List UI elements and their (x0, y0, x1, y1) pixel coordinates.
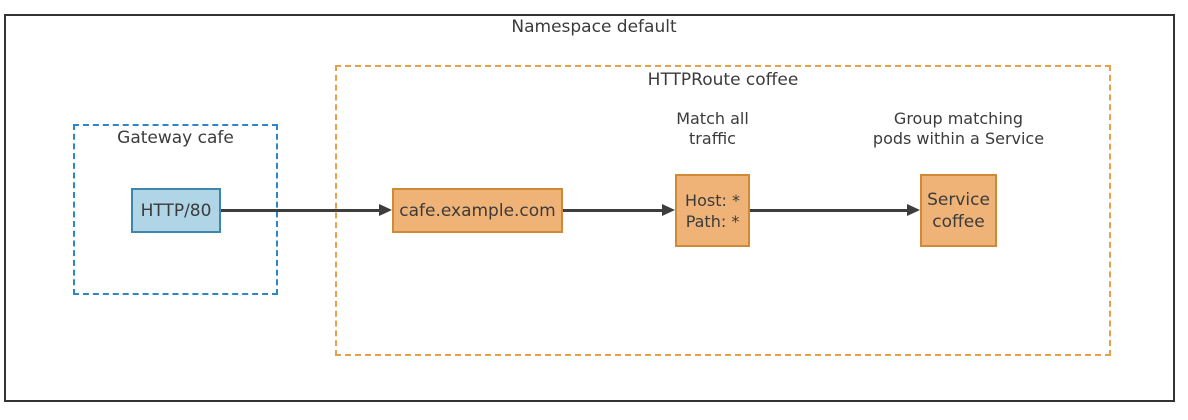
service-node-line2: coffee (932, 211, 985, 232)
backend-annotation-line1: Group matching (893, 109, 1024, 128)
listener-node-label: HTTP/80 (140, 200, 212, 221)
arrowhead-icon (662, 204, 675, 216)
hostname-node-label: cafe.example.com (399, 200, 556, 221)
arrow-line (563, 209, 663, 212)
arrowhead-icon (379, 204, 392, 216)
match-annotation-line2: traffic (689, 129, 736, 148)
arrowhead-icon (907, 204, 920, 216)
gateway-group-label: Gateway cafe (117, 128, 234, 148)
match-rule-node: Host: * Path: * (675, 174, 750, 247)
match-path-label: Path: * (685, 211, 740, 231)
namespace-title: Namespace default (511, 17, 677, 37)
backend-annotation-line2: pods within a Service (872, 129, 1045, 148)
arrow-line (750, 209, 908, 212)
match-annotation: Match all traffic (637, 109, 788, 149)
service-node: Service coffee (920, 174, 997, 247)
arrow-line (221, 209, 380, 212)
hostname-node: cafe.example.com (392, 188, 563, 233)
httproute-group-label: HTTPRoute coffee (647, 70, 799, 90)
backend-annotation: Group matching pods within a Service (848, 109, 1069, 149)
service-node-line1: Service (927, 189, 990, 210)
match-host-label: Host: * (685, 190, 740, 210)
match-annotation-line1: Match all (676, 109, 749, 128)
listener-node: HTTP/80 (131, 188, 221, 233)
